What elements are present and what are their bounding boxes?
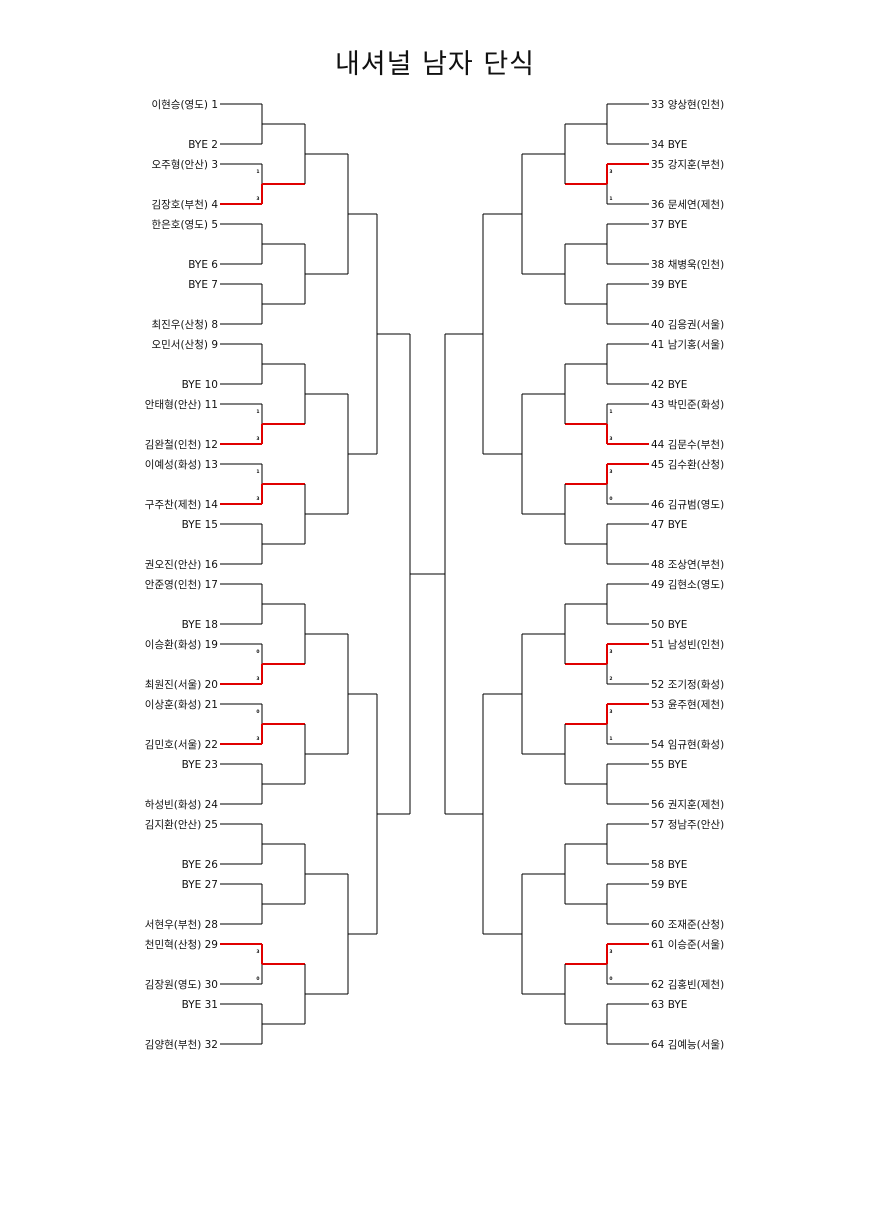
player-entry: 김완철(인천) 12 (145, 438, 218, 451)
player-entry: 38 채병욱(인천) (651, 259, 724, 271)
player-entry: 58 BYE (651, 859, 687, 871)
player-entry: BYE 26 (182, 859, 219, 871)
player-entry: 37 BYE (651, 219, 687, 231)
match-score: 3 (609, 649, 612, 655)
player-entry: 44 김문수(부천) (651, 439, 724, 451)
match-score: 3 (256, 436, 259, 442)
match-score: 0 (256, 976, 259, 982)
player-entry: 61 이승준(서울) (651, 939, 724, 951)
player-entry: 55 BYE (651, 759, 687, 771)
player-entry: 51 남성빈(인천) (651, 639, 724, 651)
match-score: 0 (609, 496, 612, 502)
player-entry: 49 김현소(영도) (651, 579, 724, 591)
player-entry: 56 권지훈(제천) (651, 798, 724, 811)
player-entry: 김민호(서울) 22 (145, 739, 218, 751)
player-entry: BYE 7 (188, 279, 218, 291)
player-entry: 하성빈(화성) 24 (145, 798, 219, 811)
player-entry: 62 김홍빈(제천) (651, 978, 724, 991)
match-score: 3 (609, 949, 612, 955)
player-entry: 45 김수환(산청) (651, 459, 724, 471)
player-entry: 64 김예능(서울) (651, 1038, 724, 1051)
player-entry: 48 조상연(부천) (651, 559, 724, 571)
player-entry: 43 박민준(화성) (651, 399, 724, 411)
player-entry: 이현승(영도) 1 (151, 99, 218, 111)
player-entry: 63 BYE (651, 999, 687, 1011)
player-entry: 이예성(화성) 13 (145, 458, 218, 471)
player-entry: 54 임규현(화성) (651, 738, 724, 751)
player-entry: 이상훈(화성) 21 (145, 698, 218, 711)
match-score: 3 (256, 949, 259, 955)
player-entry: 34 BYE (651, 139, 687, 151)
match-score: 1 (256, 409, 259, 415)
player-entry: 39 BYE (651, 279, 687, 291)
player-entry: 권오진(안산) 16 (145, 559, 219, 571)
player-entry: 47 BYE (651, 519, 687, 531)
bracket-title: 내셔널 남자 단식 (334, 49, 536, 80)
player-entry: BYE 15 (182, 519, 218, 531)
player-entry: BYE 23 (182, 759, 218, 771)
player-entry: BYE 6 (188, 259, 218, 271)
player-entry: 이승환(화성) 19 (145, 639, 218, 651)
player-entry: 42 BYE (651, 379, 687, 391)
player-entry: 안태형(안산) 11 (145, 399, 218, 411)
player-entry: 김장호(부천) 4 (151, 199, 218, 211)
player-entry: 오민서(산청) 9 (151, 339, 218, 351)
player-entry: 천민혁(산청) 29 (145, 939, 218, 951)
match-score: 3 (256, 736, 259, 742)
match-score: 0 (609, 976, 612, 982)
player-entry: 46 김규범(영도) (651, 499, 724, 511)
player-entry: 최원진(서울) 20 (145, 679, 218, 691)
player-entry: 서현우(부천) 28 (145, 919, 218, 931)
match-score: 1 (609, 409, 612, 415)
match-score: 1 (256, 469, 259, 475)
player-entry: 김지환(안산) 25 (145, 819, 218, 831)
player-entry: 안준영(인천) 17 (145, 579, 218, 591)
player-entry: 60 조재준(산청) (651, 919, 724, 931)
match-score: 1 (256, 169, 259, 175)
player-entry: BYE 2 (188, 139, 218, 151)
match-score: 2 (609, 676, 612, 682)
player-entry: 50 BYE (651, 619, 687, 631)
player-entry: 53 윤주현(제천) (651, 699, 724, 711)
player-entry: BYE 10 (182, 379, 218, 391)
match-score: 0 (256, 709, 259, 715)
match-score: 3 (256, 676, 259, 682)
match-score: 1 (609, 736, 612, 742)
player-entry: 최진우(산청) 8 (151, 319, 218, 331)
match-score: 3 (609, 436, 612, 442)
player-entry: BYE 31 (182, 999, 218, 1011)
player-entry: BYE 18 (182, 619, 218, 631)
player-entry: 52 조기정(화성) (651, 679, 724, 691)
player-entry: 41 남기홍(서울) (651, 338, 724, 351)
player-entry: BYE 27 (182, 879, 218, 891)
player-entry: 김장원(영도) 30 (145, 979, 218, 991)
player-entry: 35 강지훈(부천) (651, 158, 724, 171)
match-score: 0 (256, 649, 259, 655)
match-score: 3 (256, 196, 259, 202)
player-entry: 한은호(영도) 5 (151, 219, 218, 231)
player-entry: 59 BYE (651, 879, 687, 891)
player-entry: 구주찬(제천) 14 (145, 499, 219, 511)
player-entry: 36 문세연(제천) (651, 199, 724, 211)
player-entry: 40 김응권(서울) (651, 319, 724, 331)
match-score: 3 (609, 469, 612, 475)
match-score: 3 (609, 709, 612, 715)
match-score: 3 (609, 169, 612, 175)
player-entry: 57 정남주(안산) (651, 819, 724, 831)
match-score: 1 (609, 196, 612, 202)
player-entry: 김양현(부천) 32 (145, 1039, 218, 1051)
player-entry: 오주형(안산) 3 (151, 159, 218, 171)
player-entry: 33 양상현(인천) (651, 99, 724, 111)
match-score: 3 (256, 496, 259, 502)
